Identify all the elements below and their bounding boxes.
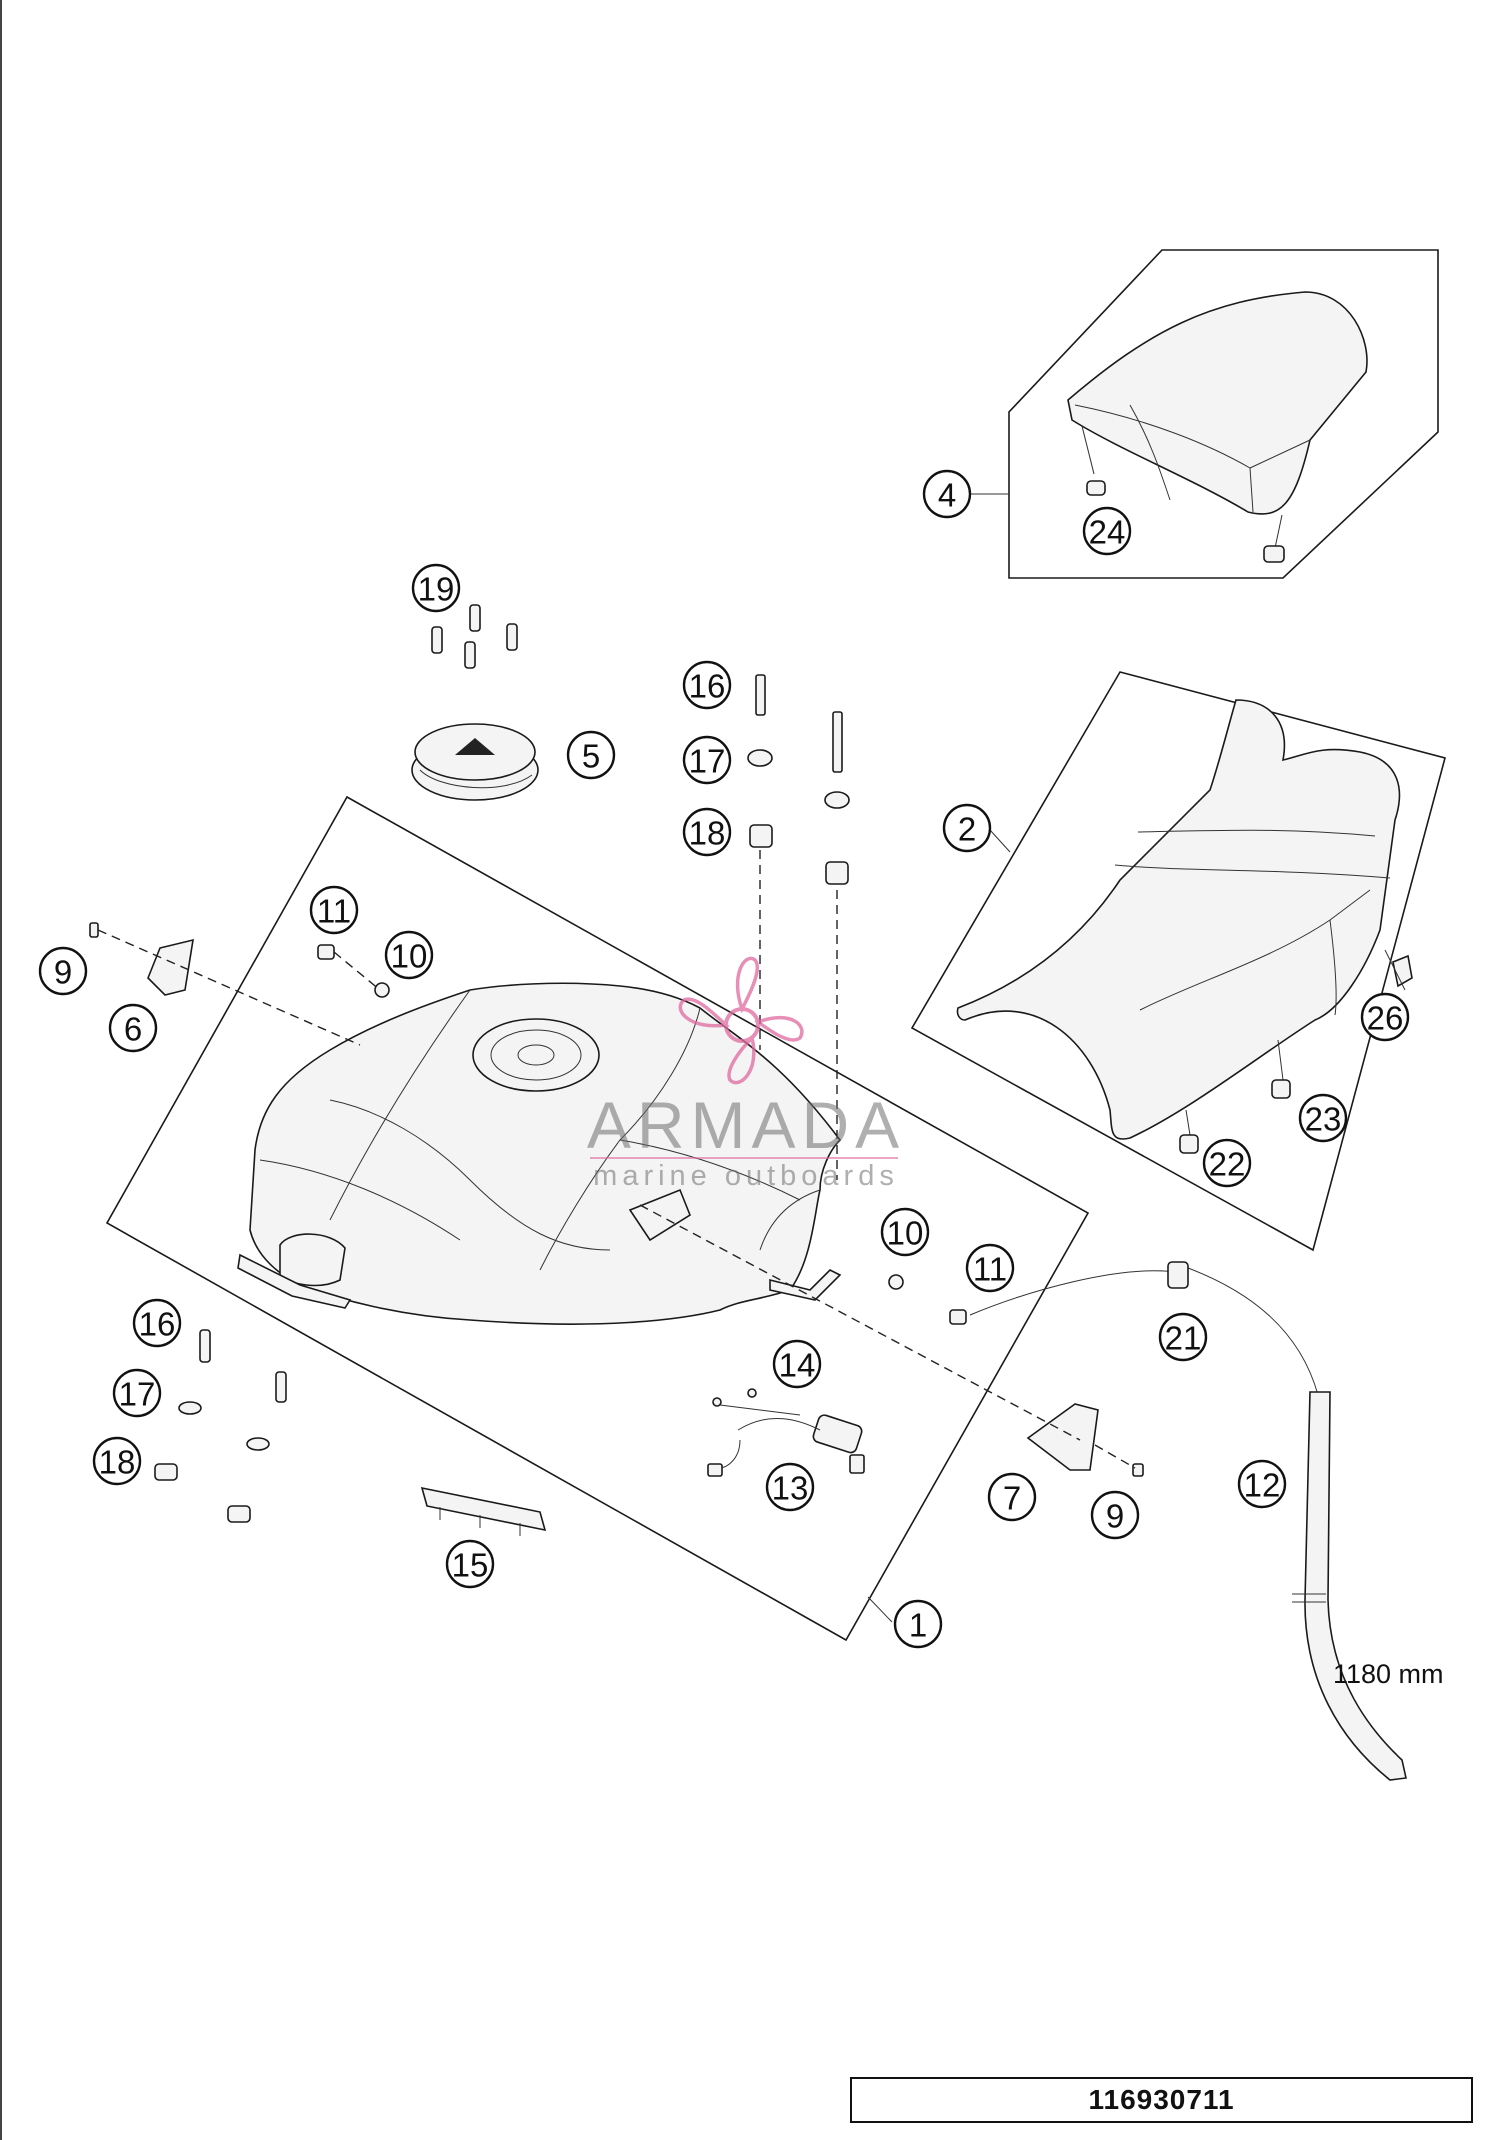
filler-cap-part — [411, 723, 539, 801]
callout-13: 13 — [765, 1462, 815, 1512]
svg-text:23: 23 — [1305, 1101, 1342, 1138]
svg-text:14: 14 — [779, 1347, 816, 1384]
callout-12: 12 — [1237, 1459, 1287, 1509]
assembly-line-left — [97, 929, 361, 1046]
svg-text:13: 13 — [772, 1470, 809, 1507]
callout-1: 1 — [893, 1599, 943, 1649]
svg-text:12: 12 — [1244, 1467, 1281, 1504]
callout-14: 14 — [772, 1339, 822, 1389]
callout-26: 26 — [1360, 992, 1410, 1042]
svg-text:18: 18 — [99, 1444, 136, 1481]
bracket-6-part — [147, 938, 194, 996]
screws-19-part — [431, 604, 518, 669]
callout-22: 22 — [1202, 1138, 1252, 1188]
svg-text:18: 18 — [689, 815, 726, 852]
leader-26 — [1384, 949, 1406, 991]
callout-9-left: 9 — [38, 946, 88, 996]
svg-text:1: 1 — [909, 1607, 927, 1644]
callout-11-right: 11 — [965, 1243, 1015, 1293]
document-number-box: 116930711 — [850, 2077, 1473, 2123]
pillion-seat-part — [1067, 291, 1368, 563]
watermark-tagline: marine outboards — [593, 1160, 899, 1192]
callout-7: 7 — [987, 1472, 1037, 1522]
watermark-brand: ARMADA — [587, 1088, 905, 1162]
svg-text:6: 6 — [124, 1011, 142, 1048]
svg-text:10: 10 — [887, 1215, 924, 1252]
watermark: ARMADA marine outboards — [587, 956, 905, 1192]
callout-5: 5 — [566, 730, 616, 780]
callout-4: 4 — [922, 469, 972, 519]
lower-mount-stack-part — [154, 1329, 287, 1523]
callout-9-right: 9 — [1090, 1490, 1140, 1540]
callout-10-right: 10 — [880, 1207, 930, 1257]
assembly-line-right — [639, 1204, 1081, 1441]
svg-text:4: 4 — [938, 477, 956, 514]
page-left-edge — [0, 0, 2, 2140]
hardware-small-parts — [89, 922, 1144, 1477]
svg-text:16: 16 — [689, 668, 726, 705]
callout-6: 6 — [108, 1003, 158, 1053]
callout-21: 21 — [1158, 1312, 1208, 1362]
leader-1 — [867, 1596, 893, 1623]
callout-2: 2 — [942, 803, 992, 853]
fuel-tank-part — [237, 982, 842, 1325]
svg-text:21: 21 — [1165, 1320, 1202, 1357]
svg-text:9: 9 — [1106, 1498, 1124, 1535]
frame-fuel-tank — [105, 795, 1090, 1642]
svg-text:5: 5 — [582, 738, 600, 775]
svg-text:17: 17 — [689, 743, 726, 780]
bracket-7-part — [1026, 1403, 1099, 1471]
svg-text:2: 2 — [958, 811, 976, 848]
callout-18-upper: 18 — [682, 807, 732, 857]
callout-10-left: 10 — [384, 930, 434, 980]
document-number: 116930711 — [1088, 2084, 1235, 2115]
watermark-logo-icon — [678, 956, 804, 1085]
callout-16-upper: 16 — [682, 660, 732, 710]
fuel-sender-part — [707, 1388, 865, 1477]
svg-text:15: 15 — [452, 1547, 489, 1584]
callout-17-upper: 17 — [682, 735, 732, 785]
svg-text:26: 26 — [1367, 1000, 1404, 1037]
callout-24: 24 — [1082, 506, 1132, 556]
callout-19: 19 — [411, 563, 461, 613]
callout-17-lower: 17 — [112, 1368, 162, 1418]
svg-text:9: 9 — [54, 954, 72, 991]
breather-hose-part — [969, 1261, 1407, 1781]
assembly-line-bracket-7 — [1094, 1444, 1136, 1469]
hose-length-label: 1180 mm — [1333, 1659, 1444, 1689]
frame-rider-seat — [910, 671, 1446, 1252]
svg-text:22: 22 — [1209, 1146, 1246, 1183]
svg-text:7: 7 — [1003, 1480, 1021, 1517]
callout-15: 15 — [445, 1539, 495, 1589]
callout-16-lower: 16 — [132, 1298, 182, 1348]
callout-23: 23 — [1298, 1093, 1348, 1143]
svg-text:11: 11 — [973, 1251, 1007, 1288]
frame-pillion-seat — [1008, 249, 1439, 579]
rider-seat-part — [956, 699, 1413, 1154]
svg-text:17: 17 — [119, 1376, 156, 1413]
svg-text:10: 10 — [391, 938, 428, 975]
upper-mount-stack-part — [747, 674, 850, 1180]
svg-text:19: 19 — [418, 571, 455, 608]
callout-18-lower: 18 — [92, 1436, 142, 1486]
svg-text:24: 24 — [1089, 514, 1126, 551]
callout-11-left: 11 — [309, 885, 359, 935]
svg-text:11: 11 — [317, 893, 351, 930]
assembly-line-10-11 — [333, 951, 381, 991]
strip-15-part — [420, 1486, 547, 1536]
leader-2 — [989, 829, 1011, 853]
svg-text:16: 16 — [139, 1306, 176, 1343]
